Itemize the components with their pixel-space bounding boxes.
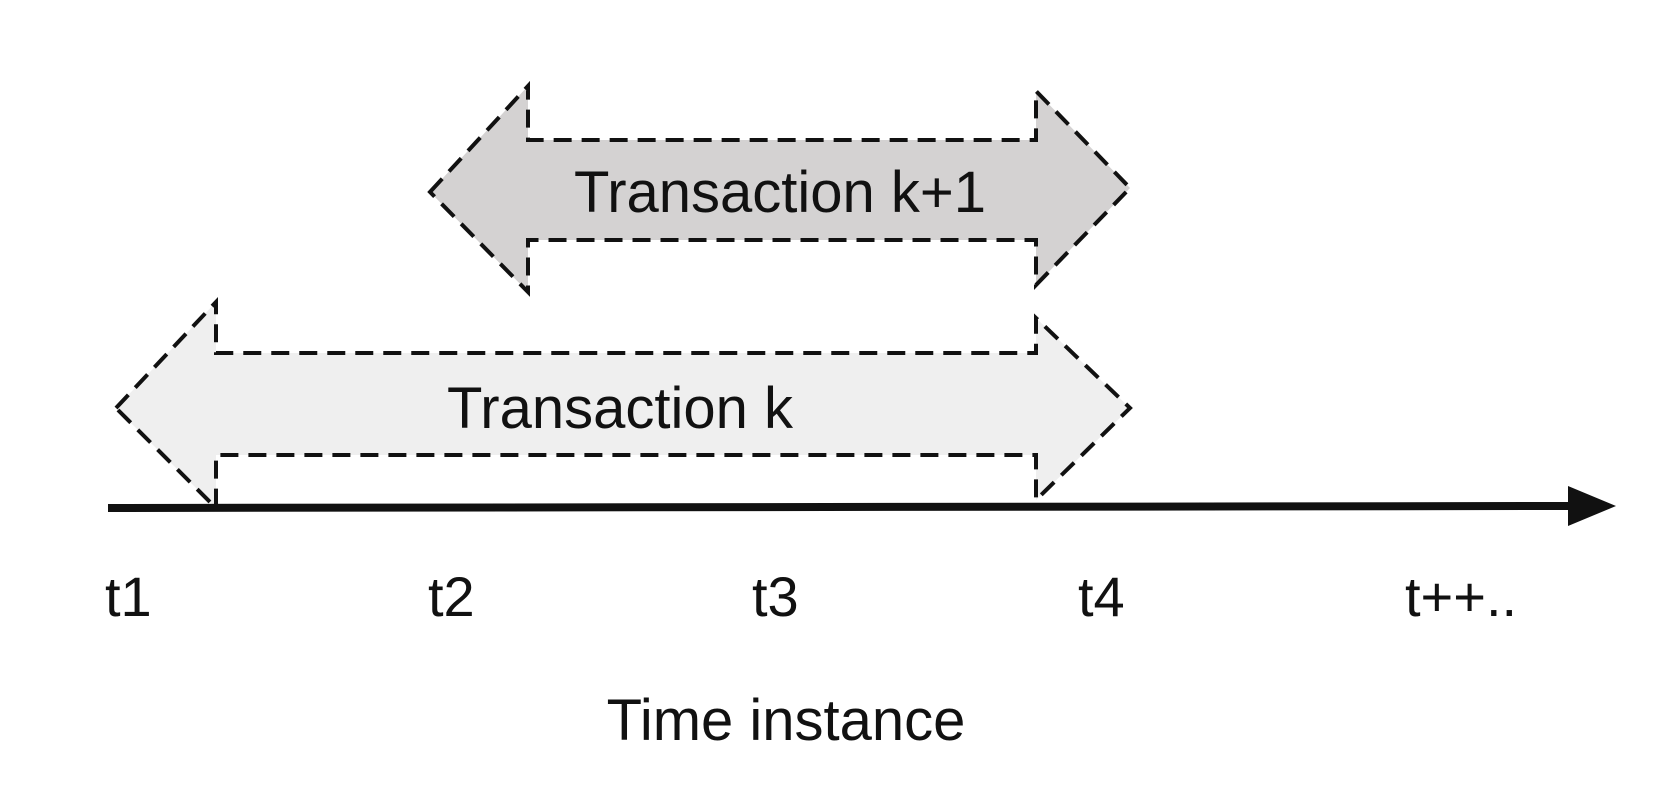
axis-title: Time instance <box>607 688 966 753</box>
time-tick-labels: t1 t2 t3 t4 t++.. <box>105 565 1517 628</box>
transaction-k1-shape <box>427 80 1133 297</box>
transaction-k1-arrow: Transaction k+1 <box>427 80 1133 297</box>
tick-label-t1: t1 <box>105 565 152 628</box>
time-axis <box>107 486 1616 526</box>
transaction-k-arrow: Transaction k <box>113 296 1133 513</box>
time-axis-line <box>107 502 1569 512</box>
tick-label-t4: t4 <box>1078 565 1125 628</box>
transaction-k-label: Transaction k <box>447 376 794 441</box>
transaction-k-shape <box>113 296 1133 513</box>
tick-label-t-next: t++.. <box>1405 565 1517 628</box>
tick-label-t2: t2 <box>428 565 475 628</box>
tick-label-t3: t3 <box>752 565 799 628</box>
time-axis-arrowhead <box>1568 486 1616 526</box>
transaction-k1-label: Transaction k+1 <box>574 160 986 225</box>
